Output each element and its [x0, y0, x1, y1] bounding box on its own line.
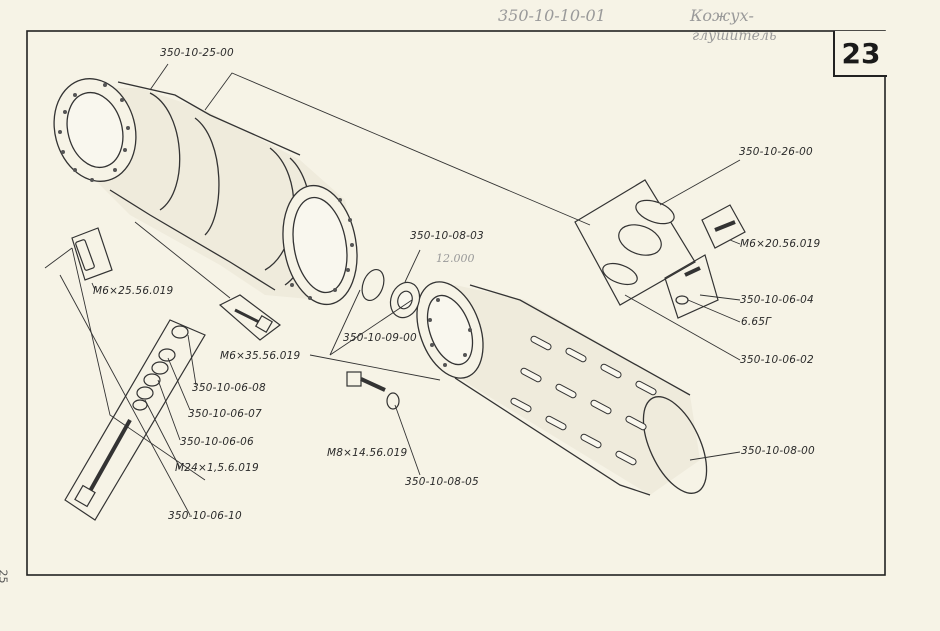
label-flange-09: 350-10-09-00 [343, 332, 417, 344]
label-washer-08: 350-10-06-08 [192, 382, 266, 394]
label-ring-02: 350-10-06-02 [740, 354, 814, 366]
perforated-tube [416, 281, 708, 496]
leader-lines [44, 63, 741, 516]
label-cover-26: 350-10-26-00 [739, 146, 813, 158]
label-stud-10: 350-10-06-10 [168, 510, 242, 522]
label-bolt-m6-35: M6×35.56.019 [220, 350, 301, 362]
label-disc-03: 350-10-08-03 [410, 230, 484, 242]
label-casing: 350-10-25-00 [160, 47, 234, 59]
label-washer-04: 350-10-06-04 [740, 294, 814, 306]
label-perforated-tube: 350-10-08-00 [741, 445, 815, 457]
handwritten-note: 12.000 [436, 252, 475, 265]
drawing-frame [26, 30, 886, 576]
label-bolt-m8: M8×14.56.019 [327, 447, 408, 459]
label-ring-06: 350-10-06-06 [180, 436, 254, 448]
label-washer-05: 350-10-08-05 [405, 476, 479, 488]
handwritten-title-1: Кожух- [690, 6, 754, 25]
small-parts [64, 179, 746, 521]
page-number-box: 23 [833, 31, 887, 77]
handwritten-title-2: глушитель [692, 28, 777, 44]
label-spring-07: 350-10-06-07 [188, 408, 262, 420]
label-nut-m24: M24×1,5.6.019 [175, 462, 259, 474]
casing-assembly [53, 78, 358, 306]
handwritten-code: 350-10-10-01 [498, 6, 606, 25]
label-washer-665: 6.65Г [741, 316, 772, 328]
label-bolt-m6-20: M6×20.56.019 [740, 238, 821, 250]
label-bolt-m6-25: M6×25.56.019 [93, 285, 174, 297]
margin-page-number: 25 [0, 569, 10, 584]
